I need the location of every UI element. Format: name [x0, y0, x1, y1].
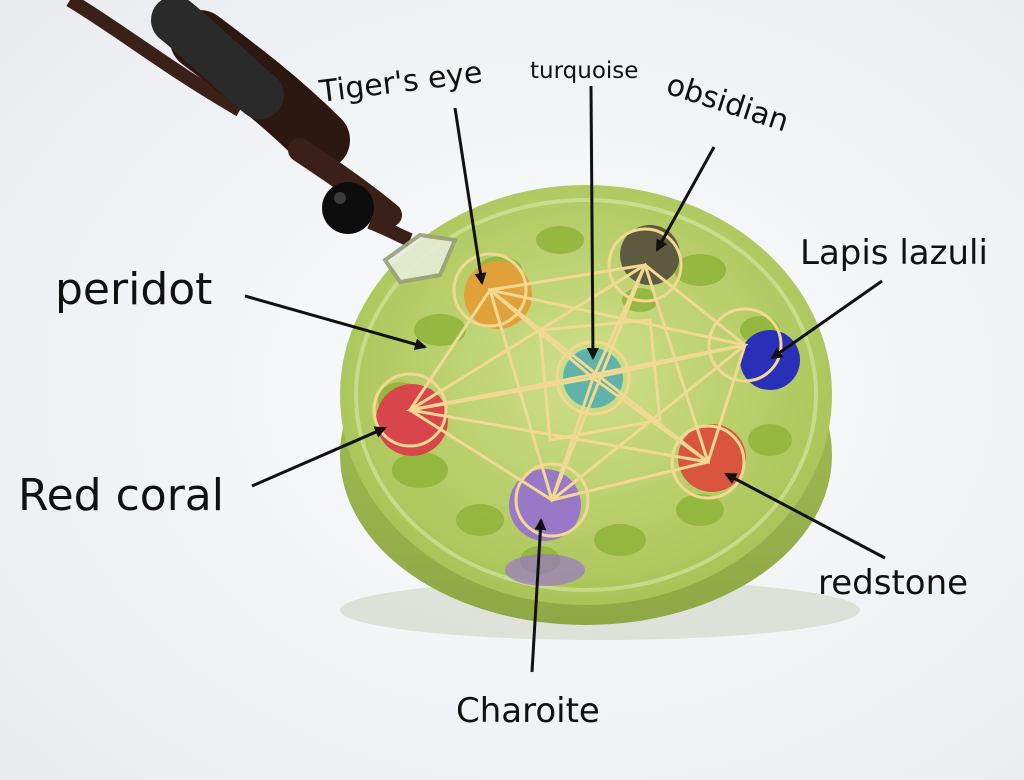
arrow-charoite: [530, 518, 547, 673]
arrow-red-coral: [251, 426, 387, 488]
charoite-stone-lower: [505, 554, 585, 586]
label-turquoise: turquoise: [530, 58, 639, 84]
metatron-cube: [372, 227, 783, 538]
hexagon-charm: [382, 232, 458, 285]
label-lapis-lazuli: Lapis lazuli: [800, 233, 988, 273]
pendant: [340, 185, 832, 625]
black-bead: [322, 182, 374, 234]
arrow-turquoise: [586, 85, 599, 360]
arrow-tigers-eye: [453, 107, 487, 285]
arrow-redstone: [724, 472, 886, 560]
arrow-lapis-lazuli: [770, 279, 883, 360]
label-redstone: redstone: [818, 563, 969, 603]
arrow-peridot: [244, 294, 427, 351]
cord: [66, 0, 413, 247]
red-coral-stone: [376, 384, 448, 456]
label-peridot: peridot: [55, 264, 213, 315]
label-charoite: Charoite: [456, 691, 600, 731]
label-red-coral: Red coral: [18, 470, 224, 521]
arrow-obsidian: [655, 146, 716, 252]
lapis-lazuli-stone: [740, 330, 800, 390]
annotation-arrows: [244, 85, 886, 673]
charoite-stone: [509, 469, 581, 541]
